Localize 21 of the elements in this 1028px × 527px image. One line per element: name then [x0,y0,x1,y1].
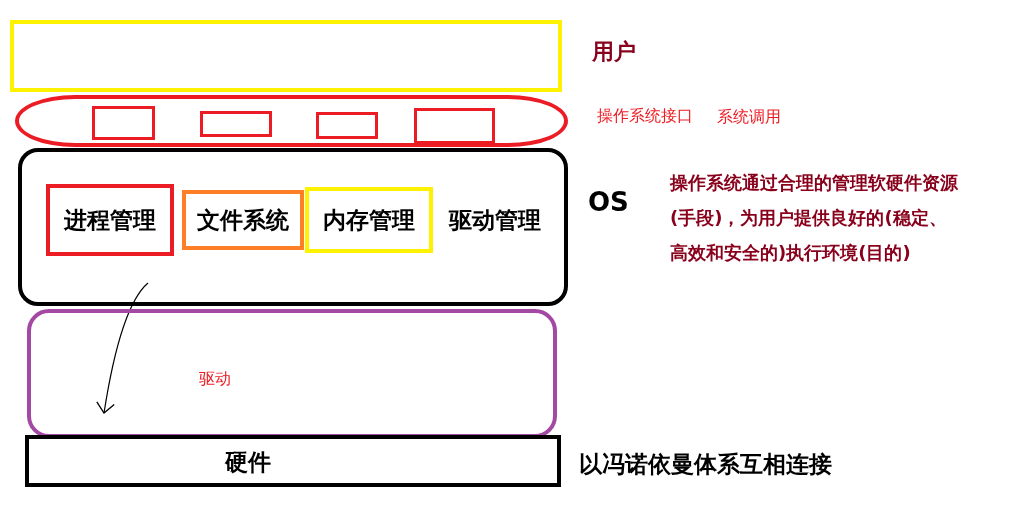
interface-box [316,112,378,139]
interface-box [200,111,272,137]
hand-drawn-arrow [96,282,149,414]
module-label: 驱动管理 [434,195,556,245]
driver-layer-box [27,309,557,438]
module-box: 内存管理 [305,187,433,253]
connection-note: 以冯诺依曼体系互相连接 [579,450,832,479]
os-label: OS [588,186,629,219]
os-description: 操作系统通过合理的管理软硬件资源(手段)，为用户提供良好的(稳定、高效和安全的)执行环境(目的) [670,171,959,265]
user-label: 用户 [592,38,636,66]
interface-box [414,108,495,144]
interface-box [92,106,155,140]
os-layer-box [18,148,568,306]
hardware-box [25,435,561,487]
module-box: 文件系统 [182,190,304,250]
module-box: 进程管理 [46,184,174,256]
user-layer-box [10,20,562,92]
hardware-label: 硬件 [225,448,271,477]
interface-label: 操作系统接口 [597,106,693,127]
syscall-label: 系统调用 [717,107,781,128]
driver-label: 驱动 [199,369,231,390]
